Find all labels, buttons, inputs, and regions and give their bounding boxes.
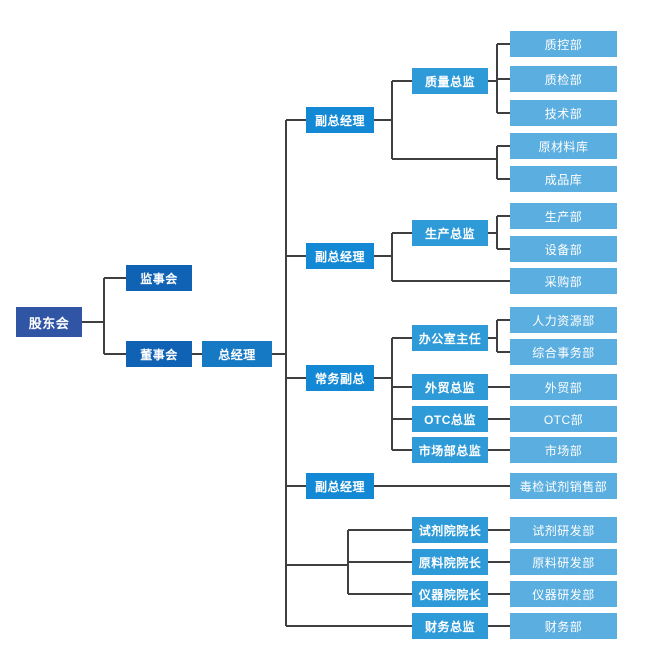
org-node-dept-finance[interactable]: 财务部 (510, 613, 617, 639)
org-node-office-head[interactable]: 办公室主任 (412, 325, 488, 351)
org-node-dept-purchase[interactable]: 采购部 (510, 268, 617, 294)
org-node-dept-tech[interactable]: 技术部 (510, 100, 617, 126)
org-node-dept-production[interactable]: 生产部 (510, 203, 617, 229)
org-node-vp-production[interactable]: 副总经理 (306, 243, 374, 269)
org-node-dept-admin[interactable]: 综合事务部 (510, 339, 617, 365)
org-node-dept-reagent-rd[interactable]: 试剂研发部 (510, 517, 617, 543)
org-node-directors-board[interactable]: 董事会 (126, 341, 192, 367)
org-node-shareholders[interactable]: 股东会 (16, 307, 82, 337)
org-node-dept-market[interactable]: 市场部 (510, 437, 617, 463)
org-node-dept-raw-warehouse[interactable]: 原材料库 (510, 133, 617, 159)
org-node-dean-reagent[interactable]: 试剂院院长 (412, 517, 488, 543)
org-node-dept-material-rd[interactable]: 原料研发部 (510, 549, 617, 575)
org-node-exec-vp[interactable]: 常务副总 (306, 365, 374, 391)
org-node-dept-qc[interactable]: 质控部 (510, 31, 617, 57)
org-node-dept-finished-warehouse[interactable]: 成品库 (510, 166, 617, 192)
org-node-dean-instrument[interactable]: 仪器院院长 (412, 581, 488, 607)
org-node-dir-market[interactable]: 市场部总监 (412, 437, 488, 463)
org-node-vp-toxtest[interactable]: 副总经理 (306, 473, 374, 499)
org-node-dept-otc[interactable]: OTC部 (510, 406, 617, 432)
org-node-dept-qa[interactable]: 质检部 (510, 66, 617, 92)
org-node-dir-production[interactable]: 生产总监 (412, 220, 488, 246)
org-node-dir-quality[interactable]: 质量总监 (412, 68, 488, 94)
org-node-dir-finance[interactable]: 财务总监 (412, 613, 488, 639)
org-node-dir-foreign-trade[interactable]: 外贸总监 (412, 374, 488, 400)
org-node-dept-toxtest-sales[interactable]: 毒检试剂销售部 (510, 473, 617, 499)
org-node-supervisors[interactable]: 监事会 (126, 265, 192, 291)
org-node-dept-instrument-rd[interactable]: 仪器研发部 (510, 581, 617, 607)
org-node-dean-material[interactable]: 原料院院长 (412, 549, 488, 575)
org-node-dir-otc[interactable]: OTC总监 (412, 406, 488, 432)
org-node-dept-equipment[interactable]: 设备部 (510, 236, 617, 262)
org-node-vp-quality[interactable]: 副总经理 (306, 107, 374, 133)
org-node-general-manager[interactable]: 总经理 (202, 341, 272, 367)
org-node-dept-foreign-trade[interactable]: 外贸部 (510, 374, 617, 400)
org-node-dept-hr[interactable]: 人力资源部 (510, 307, 617, 333)
